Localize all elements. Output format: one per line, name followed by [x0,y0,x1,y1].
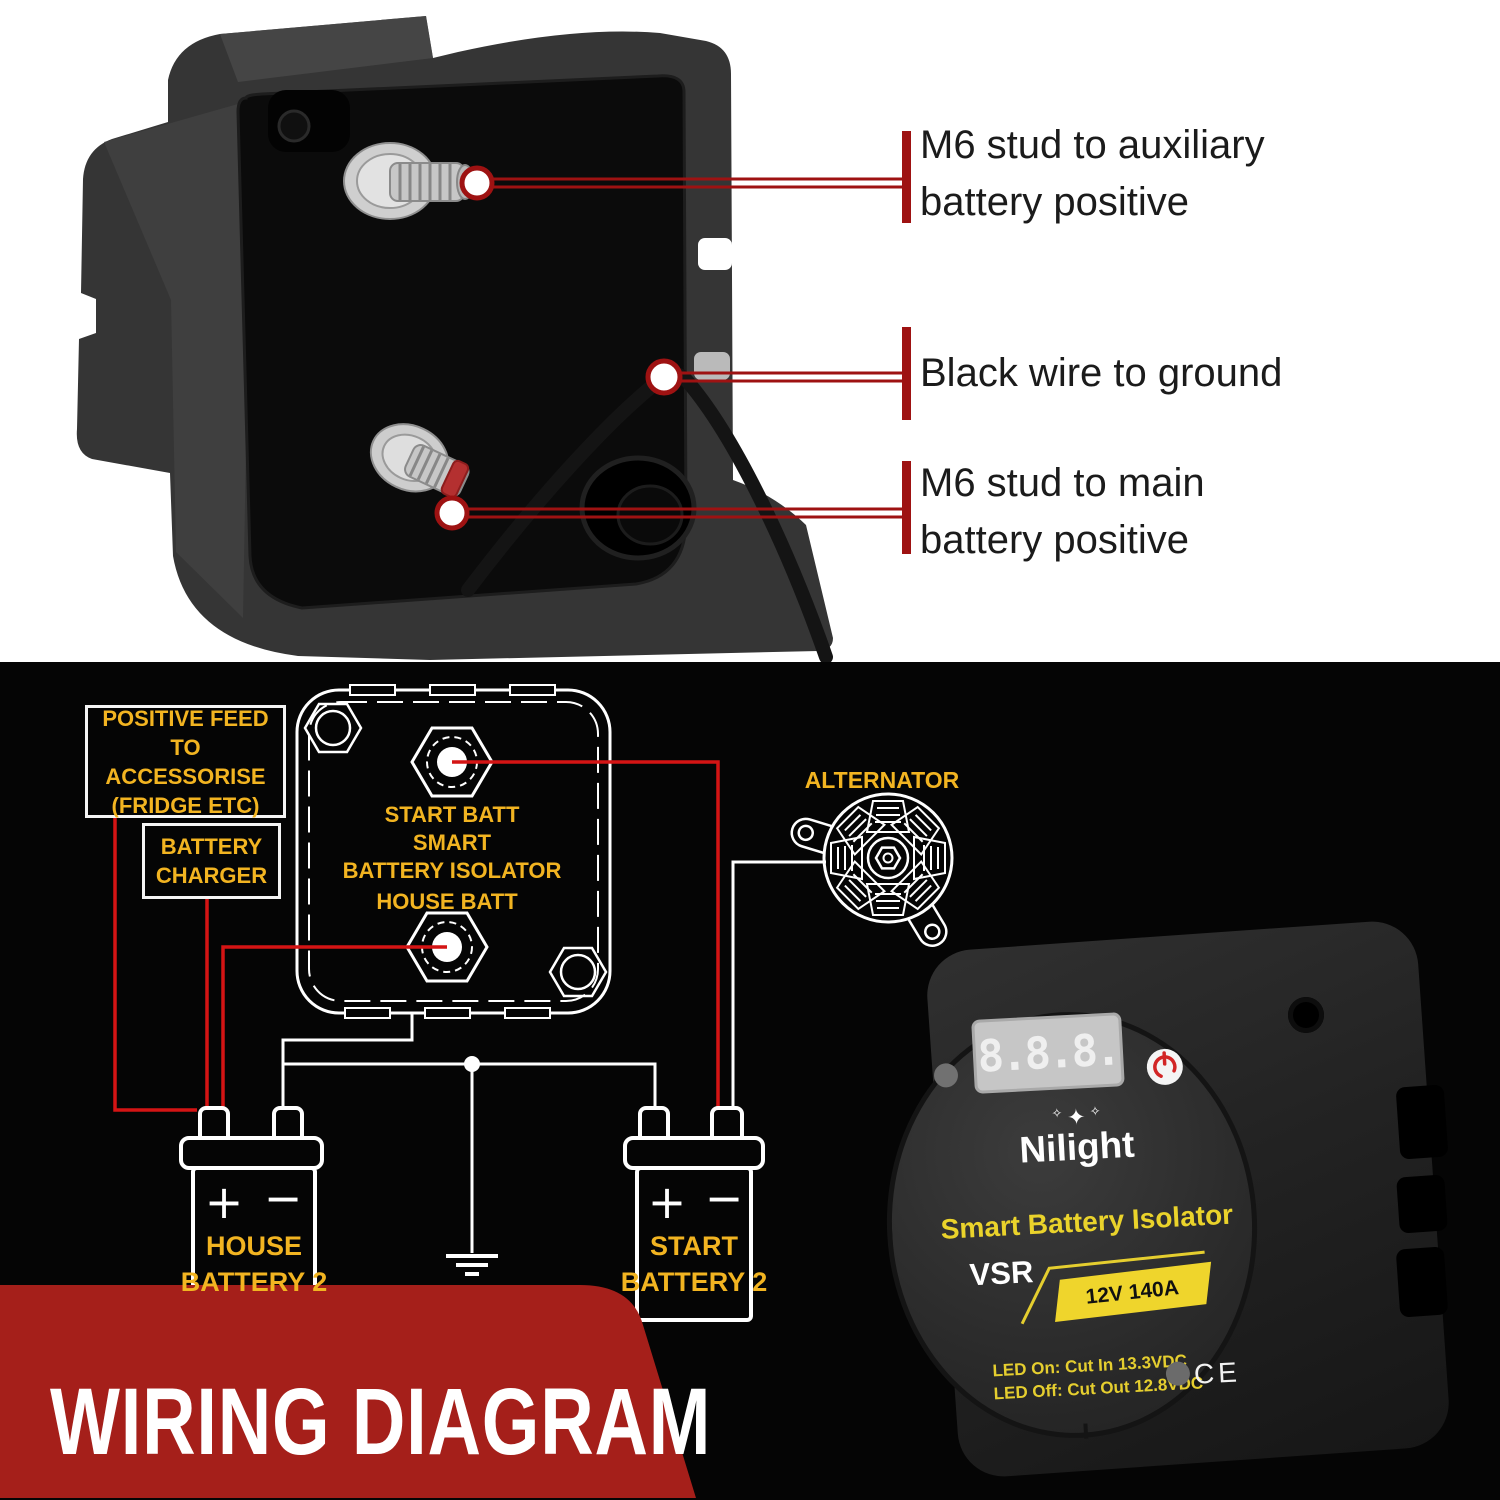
positive-feed-line2: TO ACCESSORISE [105,734,266,789]
status-led-icon [933,1062,959,1089]
isolator-product-face: 8.8.8. ✧ ✦ ✧ Nilight Smart Battery Isola… [876,1002,1268,1448]
start-battery-icon [623,1106,765,1322]
section-title: WIRING DIAGRAM [50,1369,712,1475]
callout-main-line2: battery positive [920,518,1190,562]
house-battery-minus: − [264,1171,303,1225]
side-vent [1395,1246,1449,1318]
wiring-diagram-art: + − + − [0,684,954,1498]
callout-ground-wire: Black wire to ground [920,345,1282,402]
face-notch [1083,1423,1089,1439]
ground-wires [281,860,826,1253]
positive-feed-box: POSITIVE FEED TO ACCESSORISE (FRIDGE ETC… [85,705,286,818]
marker-aux-stud [459,165,495,201]
rating-banner: 12V 140A [1020,1250,1212,1325]
side-vent [1396,1174,1448,1234]
marker-ground-wire [645,358,683,396]
junction-dot [464,1056,480,1072]
mount-hole-icon [277,109,311,143]
callout-main-stud: M6 stud to main battery positive [920,455,1205,569]
battery-charger-box: BATTERY CHARGER [142,823,281,899]
start-battery-label: START BATTERY 2 [620,1231,768,1297]
ground-symbol-icon [446,1254,498,1276]
house-batt-stud-label: HOUSE BATT [376,889,518,914]
ce-mark: CE [1193,1356,1242,1390]
battery-charger-line2: CHARGER [155,863,268,888]
mounting-ear-hole [1288,997,1324,1033]
main-stud-icon [369,423,470,498]
start-battery-plus: + [648,1175,687,1229]
product-name: Smart Battery Isolator [939,1198,1234,1245]
start-battery-minus: − [705,1171,744,1225]
battery-charger-line1: BATTERY [160,834,263,859]
alternator-label: ALTERNATOR [804,767,960,793]
isolator-back-photo [76,16,911,662]
ribbon-shape [0,1285,696,1498]
isolator-schematic [295,684,612,1019]
positive-feed-line1: POSITIVE FEED [102,705,269,731]
side-vent [1395,1084,1449,1160]
brand-logo: Nilight [1018,1123,1136,1171]
positive-wires [113,760,720,1112]
callout-bars [902,131,911,554]
positive-feed-line3: (FRIDGE ETC) [111,792,260,818]
callout-aux-line2: battery positive [920,180,1190,224]
case-notch [698,238,732,270]
leader-lines [465,177,904,519]
house-battery-icon [179,1106,324,1322]
callout-main-line1: M6 stud to main [920,461,1205,505]
power-button-icon [1146,1048,1183,1085]
callout-aux-line1: M6 stud to auxiliary [920,123,1265,167]
callout-aux-stud: M6 stud to auxiliary battery positive [920,117,1265,231]
voltage-display: 8.8.8. [971,1012,1125,1094]
alternator-icon [790,792,954,947]
house-battery-plus: + [205,1175,244,1229]
callout-ground-line1: Black wire to ground [920,351,1283,395]
sparkle-icon: ✧ [1051,1105,1063,1121]
sparkle-icon: ✧ [1089,1103,1102,1119]
isolator-schematic-label: START BATT SMART BATTERY ISOLATOR [342,802,562,883]
marker-main-stud [434,495,470,531]
house-battery-label: HOUSE BATTERY 2 [180,1231,328,1297]
case-notch [694,352,730,380]
isolator-housing-illustration [76,16,833,660]
